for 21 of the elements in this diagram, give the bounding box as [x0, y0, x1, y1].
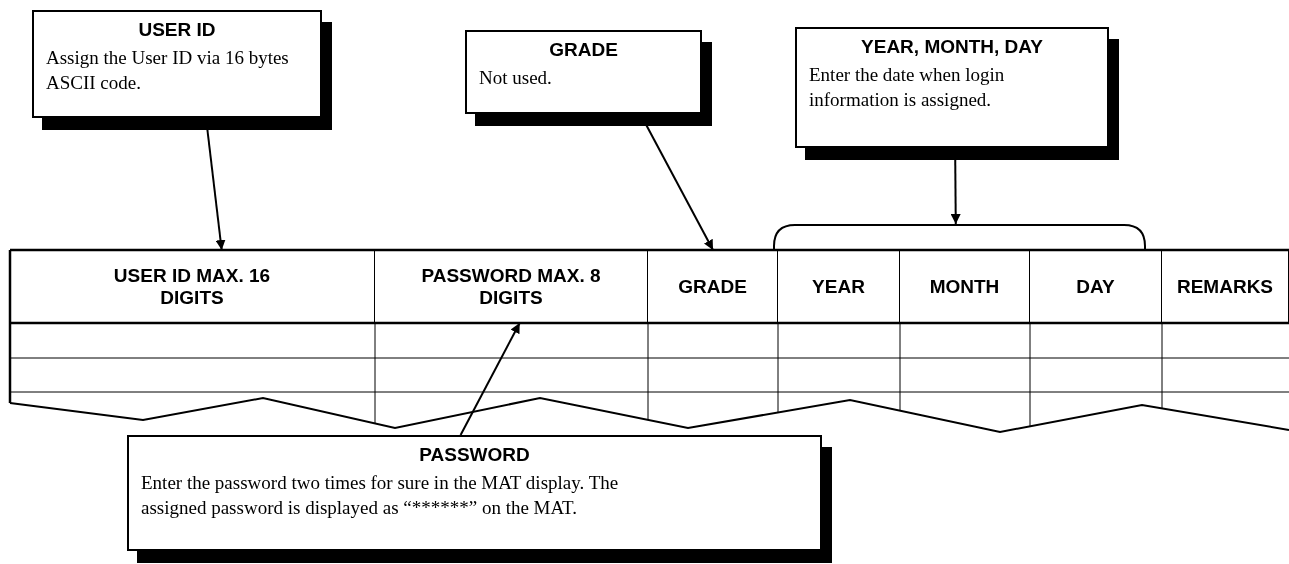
callout-heading: PASSWORD — [418, 443, 531, 467]
column-header: DAY — [1076, 275, 1115, 298]
arrow — [459, 322, 521, 436]
column-header: USER ID MAX. 16 DIGITS — [112, 264, 272, 309]
column-header: MONTH — [929, 275, 1000, 298]
column-header: PASSWORD MAX. 8 DIGITS — [420, 264, 602, 309]
column-header: YEAR — [812, 275, 865, 298]
callout-heading: GRADE — [548, 38, 619, 62]
callout-text: Enter the date when login information is assigned. — [809, 63, 1006, 112]
callout-box — [795, 27, 1109, 148]
callout-box — [127, 435, 822, 551]
callout-text: Assign the User ID via 16 bytes ASCII code. — [46, 46, 290, 95]
callout-box — [32, 10, 322, 118]
column-header: GRADE — [678, 275, 747, 298]
column-header: REMARKS — [1176, 275, 1274, 298]
callout-heading: YEAR, MONTH, DAY — [860, 35, 1044, 59]
callout-text: Not used. — [479, 66, 553, 90]
callout-box — [465, 30, 702, 114]
callout-text: Enter the password two times for sure in the MAT display. The assigned password is displayed as “******” on the MAT. — [141, 471, 620, 520]
bracket-shape — [773, 224, 1146, 250]
callout-heading: USER ID — [137, 18, 217, 42]
